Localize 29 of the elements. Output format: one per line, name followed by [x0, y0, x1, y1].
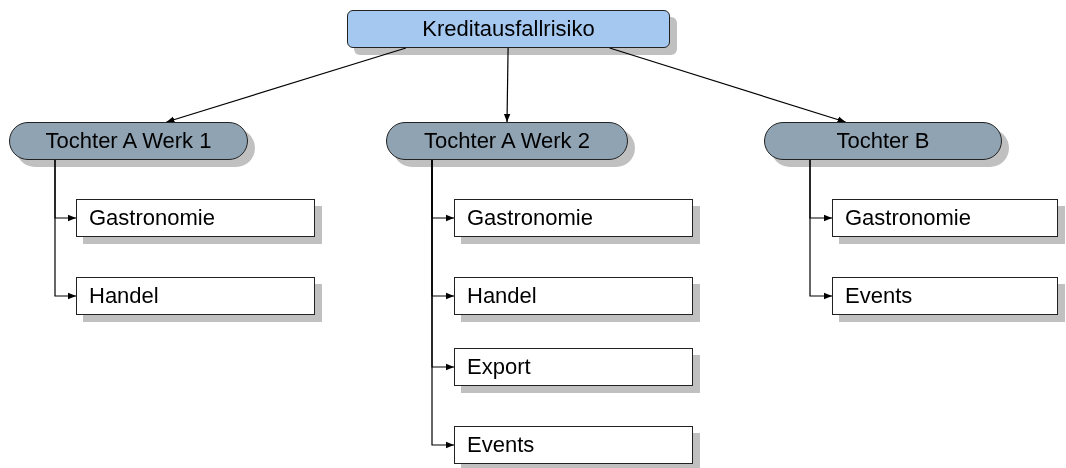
process-box	[832, 277, 1058, 315]
rounded-box	[386, 122, 628, 160]
rounded-box	[9, 122, 248, 160]
node-label: Gastronomie	[89, 207, 215, 229]
process-box	[76, 277, 315, 315]
node-label: Tochter A Werk 1	[45, 130, 212, 152]
arrow	[431, 159, 455, 449]
process-box	[76, 199, 315, 237]
node-label: Tochter B	[836, 130, 930, 152]
rounded-box	[764, 122, 1002, 160]
arrow	[165, 47, 407, 123]
node-label: Events	[467, 434, 535, 456]
arrow	[809, 159, 833, 300]
node-label: Gastronomie	[467, 207, 593, 229]
process-box	[454, 277, 693, 315]
arrow	[503, 47, 511, 123]
arrow	[54, 159, 77, 300]
node-label: Events	[845, 285, 913, 307]
node-label: Export	[467, 356, 531, 378]
node-label: Handel	[467, 285, 537, 307]
process-box	[454, 199, 693, 237]
process-box	[454, 426, 693, 464]
node-label: Tochter A Werk 2	[424, 130, 590, 152]
node-label: Gastronomie	[845, 207, 971, 229]
process-box	[832, 199, 1058, 237]
node-label: Handel	[89, 285, 159, 307]
node-label: Kreditausfallrisiko	[422, 18, 595, 40]
root-box	[347, 10, 670, 48]
process-box	[454, 348, 693, 386]
